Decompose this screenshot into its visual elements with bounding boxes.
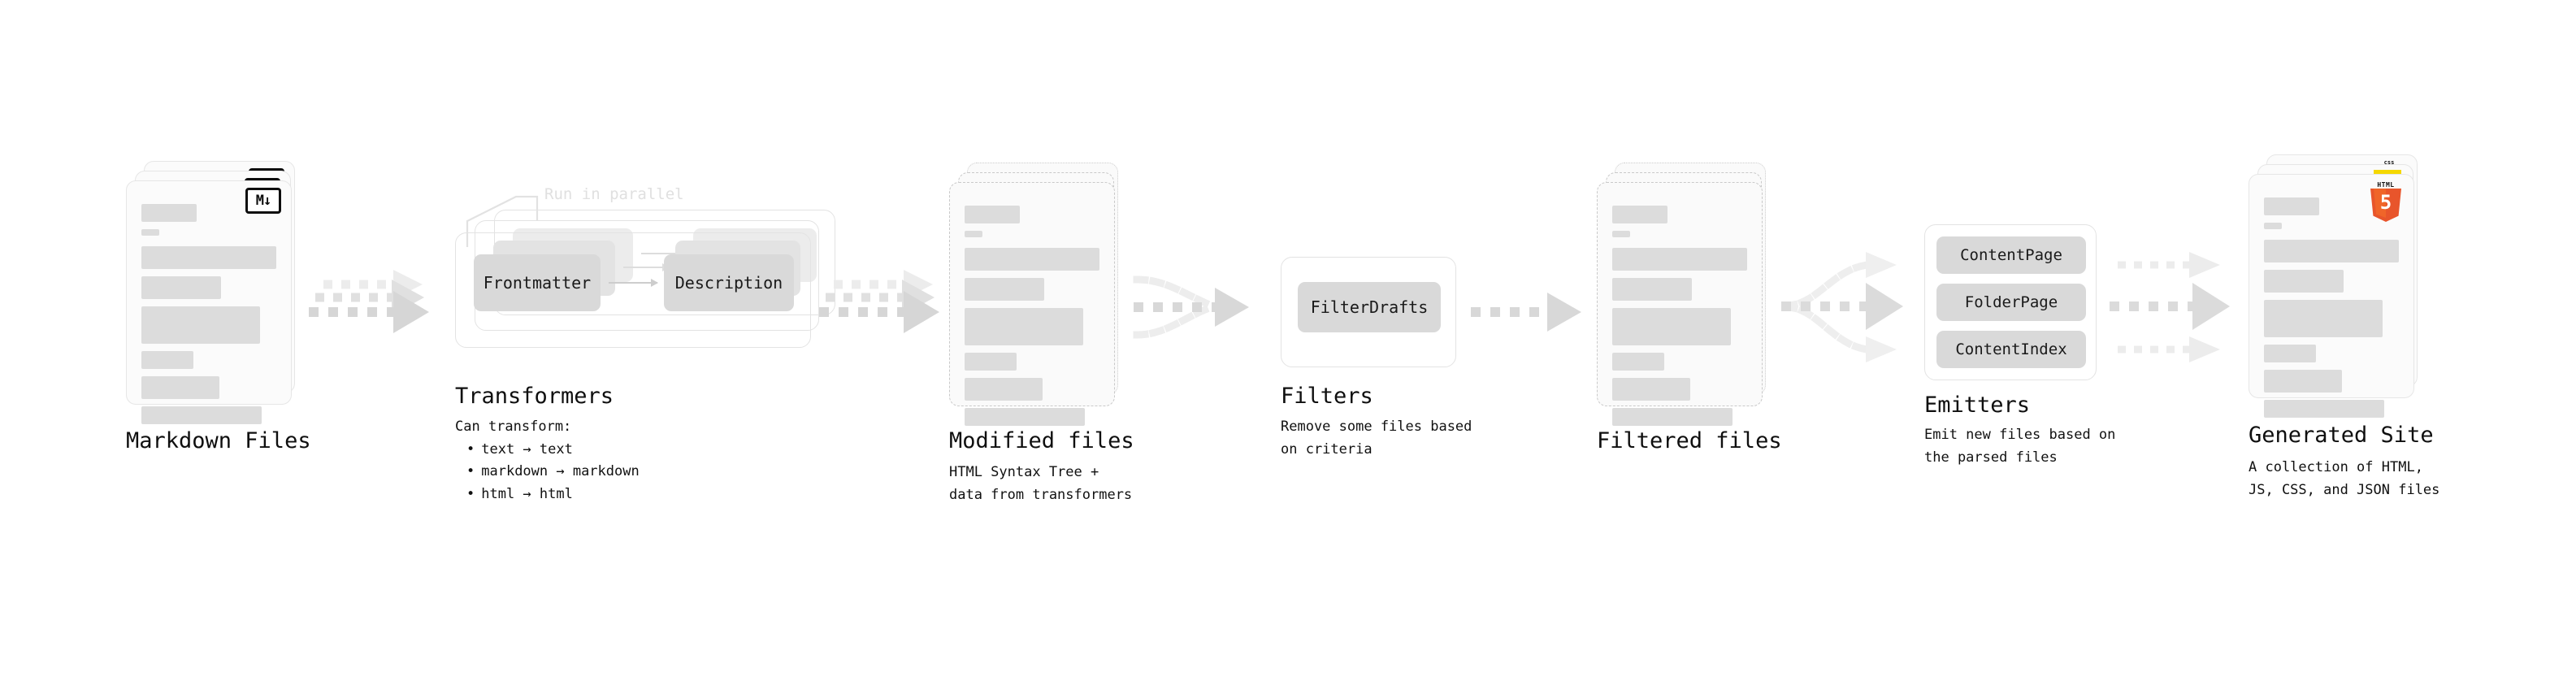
connector-filtered-files-to-emitters [1781, 252, 1903, 362]
skeleton-bar [1612, 353, 1664, 371]
html5-icon-shield: 5 [2370, 189, 2401, 222]
transformers-bullet: html → html [466, 484, 640, 506]
transformers-bullet: text → text [466, 439, 640, 462]
skeleton-bar [1612, 231, 1630, 237]
stage-title-emitters: Emitters [1924, 393, 2031, 418]
skeleton-bar [141, 204, 197, 222]
skeleton-bar [965, 308, 1083, 345]
skeleton-bar [2264, 223, 2282, 229]
run-in-parallel-bracket [466, 195, 539, 247]
markdown-icon: M↓ [245, 188, 281, 214]
markdown-card-front: M↓ [126, 180, 292, 424]
skeleton-bar [141, 229, 159, 236]
generated-site-stack: css HTML 5 [2249, 154, 2419, 418]
skeleton-bar [141, 276, 221, 299]
skeleton-bar [141, 406, 262, 424]
emitter-pill-folderpage[interactable]: FolderPage [1936, 284, 2086, 321]
generated-badge-front: HTML 5 [2370, 181, 2402, 222]
stage-title-filters: Filters [1281, 384, 1373, 409]
filtered-file-stack [1597, 163, 1767, 426]
connector-transformers-to-modified-files [819, 270, 939, 333]
transformers-description: Can transform: text → text markdown → ma… [455, 416, 640, 505]
markdown-file-stack: M↓ M↓ M↓ [126, 161, 297, 424]
transformers-lead: Can transform: [455, 419, 572, 435]
html5-icon: HTML 5 [2370, 181, 2402, 222]
transformer-pill-frontmatter[interactable]: Frontmatter [474, 254, 601, 311]
transformers-bullet: markdown → markdown [466, 461, 639, 484]
filters-description: Remove some files based on criteria [1281, 419, 1472, 458]
html5-icon-five: 5 [2379, 190, 2392, 214]
emitters-stack: ContentPage FolderPage ContentIndex [1924, 224, 2097, 380]
modified-files-description: HTML Syntax Tree + data from transformer… [949, 464, 1133, 503]
connector-filters-to-filtered-files [1471, 293, 1581, 332]
skeleton-bar [965, 353, 1017, 371]
skeleton-bar [2264, 270, 2344, 293]
transformer-pill-description[interactable]: Description [664, 254, 794, 311]
stage-filters: FilterDrafts [1281, 257, 1456, 367]
document-skeleton [965, 206, 1101, 433]
html5-icon-label: HTML [2377, 181, 2395, 189]
connector-markdown-to-transformers [309, 270, 429, 333]
skeleton-bar [2264, 197, 2319, 215]
filters-box[interactable]: FilterDrafts [1281, 257, 1456, 367]
css-icon-label: css [2383, 159, 2395, 166]
transformers-stack: Run in parallel Frontmatter Description [455, 185, 837, 348]
stage-generated-site: css HTML 5 [2249, 154, 2419, 418]
skeleton-bar [141, 246, 276, 269]
stage-markdown-files: M↓ M↓ M↓ [126, 161, 297, 424]
stage-modified-files [949, 163, 1120, 426]
skeleton-bar [965, 408, 1085, 426]
skeleton-bar [1612, 206, 1667, 223]
markdown-badge-front: M↓ [245, 188, 281, 214]
skeleton-bar [1612, 308, 1731, 345]
stage-title-modified-files: Modified files [949, 428, 1134, 453]
skeleton-bar [965, 248, 1099, 271]
modified-card-front [949, 182, 1115, 426]
stage-title-markdown-files: Markdown Files [126, 428, 311, 453]
stage-emitters: ContentPage FolderPage ContentIndex [1924, 224, 2097, 380]
document-skeleton [141, 204, 278, 432]
run-in-parallel-note: Run in parallel [544, 185, 684, 203]
emitter-pill-contentindex[interactable]: ContentIndex [1936, 331, 2086, 368]
skeleton-bar [965, 231, 982, 237]
skeleton-bar [2264, 400, 2384, 418]
emitter-pill-contentpage[interactable]: ContentPage [1936, 236, 2086, 274]
skeleton-bar [2264, 370, 2342, 393]
modified-file-stack [949, 163, 1120, 426]
skeleton-bar [2264, 345, 2316, 362]
skeleton-bar [141, 306, 260, 344]
skeleton-bar [1612, 278, 1692, 301]
emitters-description: Emit new files based on the parsed files [1924, 427, 2116, 466]
emitters-box[interactable]: ContentPage FolderPage ContentIndex [1924, 224, 2097, 380]
transformer-inner-arrow [609, 279, 658, 287]
skeleton-bar [2264, 240, 2399, 262]
connector-emitters-to-generated-site [2110, 252, 2230, 362]
skeleton-bar [1612, 248, 1747, 271]
skeleton-bar [965, 206, 1020, 223]
generated-card-front: HTML 5 [2249, 174, 2414, 418]
skeleton-bar [2264, 300, 2383, 337]
transformers-bullet-list: text → text markdown → markdown html → h… [455, 439, 640, 506]
filtered-card-front [1597, 182, 1763, 426]
generated-site-description: A collection of HTML, JS, CSS, and JSON … [2249, 459, 2440, 498]
skeleton-bar [1612, 378, 1690, 401]
document-skeleton [1612, 206, 1749, 433]
filter-pill-filterdrafts[interactable]: FilterDrafts [1298, 282, 1441, 332]
document-skeleton [2264, 197, 2400, 425]
stage-title-filtered-files: Filtered files [1597, 428, 1782, 453]
transformer-layer-1[interactable]: Frontmatter Description [455, 232, 811, 348]
skeleton-bar [1612, 408, 1733, 426]
skeleton-bar [965, 378, 1043, 401]
skeleton-bar [141, 376, 219, 399]
filters-stack: FilterDrafts [1281, 257, 1456, 367]
stage-filtered-files [1597, 163, 1767, 426]
stage-title-transformers: Transformers [455, 384, 614, 409]
stage-transformers: Run in parallel Frontmatter Description [455, 185, 837, 348]
skeleton-bar [141, 351, 193, 369]
stage-title-generated-site: Generated Site [2249, 423, 2434, 448]
skeleton-bar [965, 278, 1044, 301]
connector-modified-files-to-filters [1133, 275, 1249, 339]
